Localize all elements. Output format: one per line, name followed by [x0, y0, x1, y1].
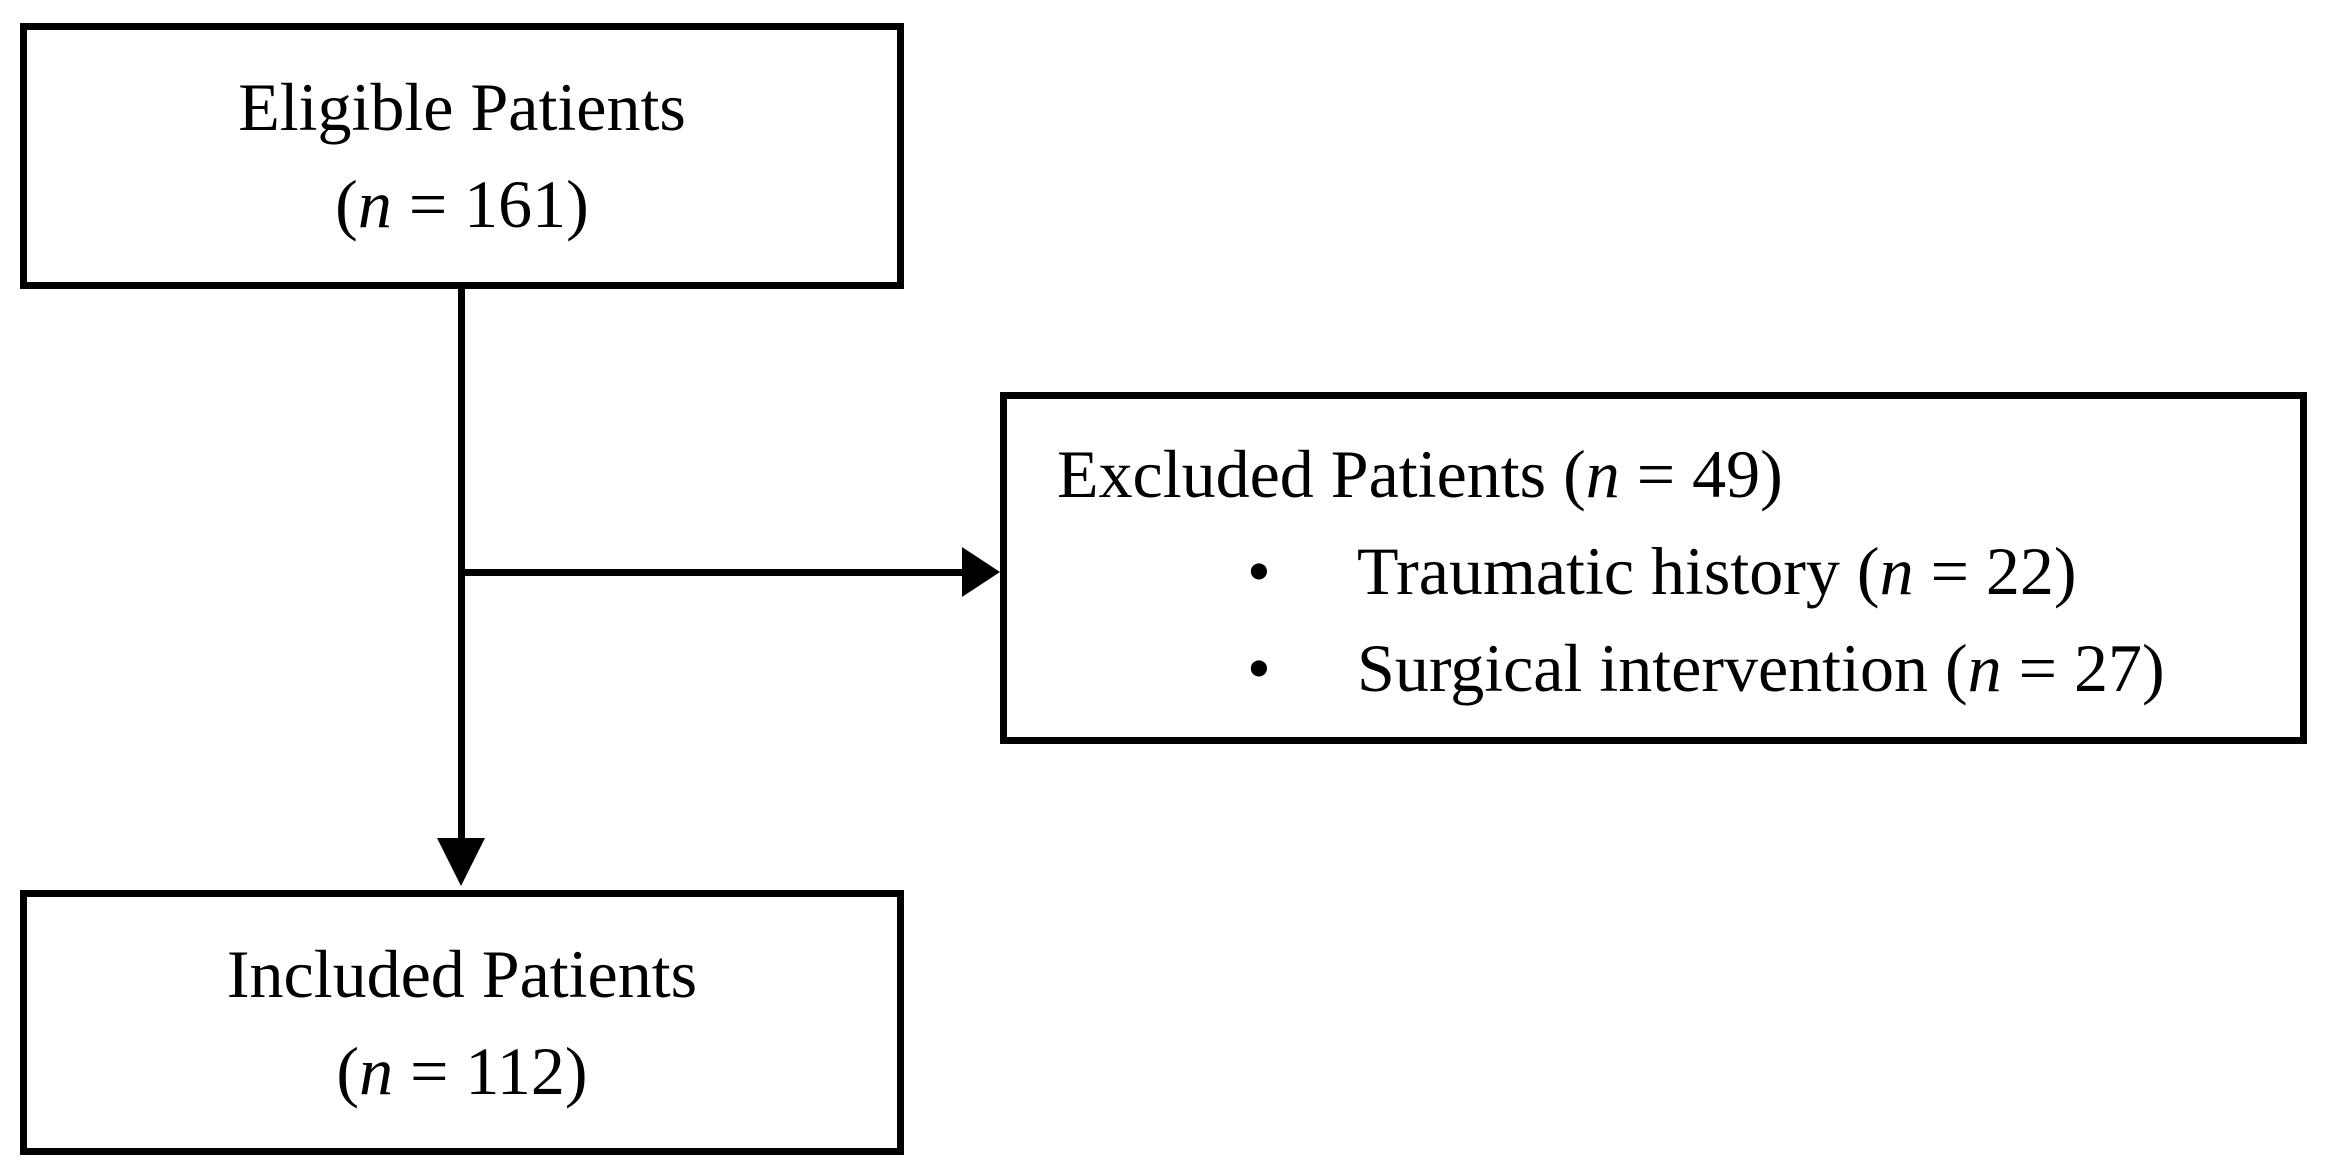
included-patients-box: Included Patients (n = 112) — [20, 890, 904, 1155]
excluded-reason-text: Surgical intervention (n = 27) — [1357, 620, 2165, 717]
count-open-paren: ( — [335, 166, 358, 242]
excluded-patients-content: Excluded Patients (n = 49) • Traumatic h… — [1007, 399, 2300, 717]
excluded-title-value: = 49) — [1619, 436, 1783, 512]
right-arrowhead-icon — [962, 547, 1000, 597]
eligible-patients-title: Eligible Patients — [238, 59, 686, 156]
included-patients-title: Included Patients — [227, 926, 697, 1023]
down-arrowhead-icon — [437, 838, 485, 886]
reason-n-variable: n — [1967, 630, 2002, 706]
bullet-icon: • — [1247, 630, 1271, 706]
eligible-patients-box: Eligible Patients (n = 161) — [20, 23, 904, 289]
connector-eligible-to-included-line — [458, 289, 465, 845]
excluded-reason-item: • Traumatic history (n = 22) — [1057, 523, 2282, 620]
excluded-title-pre: Excluded Patients ( — [1057, 436, 1586, 512]
reason-n-variable: n — [1879, 533, 1914, 609]
reason-pre: Traumatic history ( — [1357, 533, 1880, 609]
count-n-variable: n — [359, 1032, 394, 1109]
excluded-reason-text: Traumatic history (n = 22) — [1357, 523, 2077, 620]
excluded-title-n-variable: n — [1585, 436, 1620, 512]
included-patients-count: (n = 112) — [336, 1023, 587, 1120]
eligible-patients-count: (n = 161) — [335, 156, 589, 253]
excluded-reason-item: • Surgical intervention (n = 27) — [1057, 620, 2282, 717]
connector-to-excluded-line — [461, 569, 962, 576]
reason-pre: Surgical intervention ( — [1357, 630, 1968, 706]
count-n-variable: n — [357, 166, 392, 242]
reason-value: = 22) — [1913, 533, 2077, 609]
bullet-icon: • — [1247, 533, 1271, 609]
count-value: = 161) — [391, 166, 589, 242]
count-open-paren: ( — [336, 1032, 360, 1109]
count-value: = 112) — [393, 1032, 588, 1109]
eligible-title-text: Eligible Patients — [238, 69, 686, 145]
excluded-patients-title: Excluded Patients (n = 49) — [1057, 426, 2282, 523]
included-title-text: Included Patients — [226, 935, 698, 1012]
excluded-patients-box: Excluded Patients (n = 49) • Traumatic h… — [1000, 392, 2307, 744]
reason-value: = 27) — [2001, 630, 2165, 706]
